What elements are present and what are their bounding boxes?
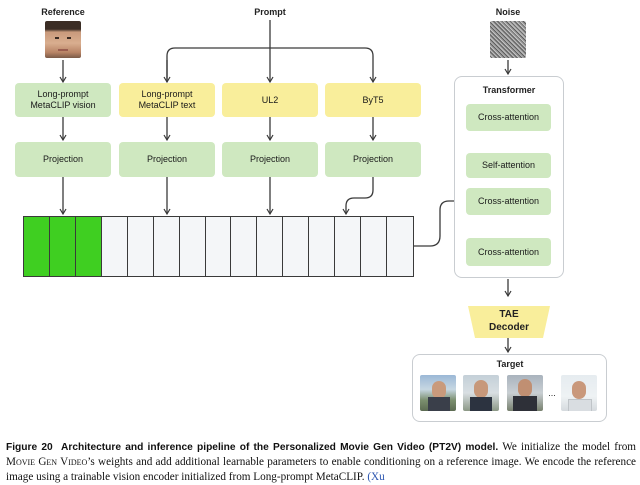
arrow-proj4-to-tokens: [342, 177, 374, 216]
target-frame-2: [463, 375, 499, 411]
target-frame-4: [561, 375, 597, 411]
encoder-metaclip-vision: Long-prompt MetaCLIP vision: [15, 83, 111, 117]
noise-label: Noise: [495, 7, 521, 17]
figure-caption: Figure 20 Architecture and inference pip…: [6, 440, 636, 485]
target-frame-1: [420, 375, 456, 411]
caption-movie-gen-video: Movie Gen Video: [6, 456, 88, 468]
projection-ul2: Projection: [222, 142, 318, 177]
projection-vision: Projection: [15, 142, 111, 177]
token-prompt-4: [179, 217, 206, 276]
encoder-byt5: ByT5: [325, 83, 421, 117]
transformer-cross-attention-1: Cross-attention: [466, 104, 551, 131]
token-prompt-9: [309, 217, 336, 276]
reference-label: Reference: [41, 7, 85, 17]
projection-byt5: Projection: [325, 142, 421, 177]
token-prompt-6: [231, 217, 258, 276]
caption-text-1: We initialize the model from: [502, 441, 637, 453]
transformer-title: Transformer: [482, 85, 536, 95]
prompt-label: Prompt: [254, 7, 286, 17]
figure-label: Figure 20: [6, 442, 53, 453]
token-sequence: [23, 216, 414, 277]
token-reference-3: [75, 217, 102, 276]
target-title: Target: [496, 359, 524, 369]
token-prompt-3: [153, 217, 180, 276]
noise-image: [490, 21, 526, 58]
transformer-cross-attention-2: Cross-attention: [466, 188, 551, 215]
token-reference-1: [24, 217, 50, 276]
tae-decoder-shape: [468, 306, 550, 338]
token-prompt-5: [205, 217, 232, 276]
token-prompt-8: [283, 217, 310, 276]
token-prompt-12: [387, 217, 413, 276]
tae-decoder-label: TAE Decoder: [488, 309, 529, 333]
token-prompt-2: [127, 217, 154, 276]
encoder-metaclip-text: Long-prompt MetaCLIP text: [119, 83, 215, 117]
encoder-ul2: UL2: [222, 83, 318, 117]
token-reference-2: [49, 217, 76, 276]
token-prompt-11: [361, 217, 388, 276]
projection-metaclip-text: Projection: [119, 142, 215, 177]
figure-title: Architecture and inference pipeline of t…: [61, 442, 499, 453]
token-prompt-1: [101, 217, 128, 276]
caption-citation-link[interactable]: (Xu: [367, 471, 385, 483]
token-prompt-10: [335, 217, 362, 276]
token-prompt-7: [257, 217, 284, 276]
caption-text-2: ’s weights and add additional learnable …: [6, 456, 637, 483]
transformer-cross-attention-3: Cross-attention: [466, 238, 551, 266]
target-frame-3: [507, 375, 543, 411]
reference-face-image: [45, 21, 81, 58]
arrow-tokens-to-transformer: [414, 197, 468, 247]
transformer-self-attention: Self-attention: [466, 153, 551, 178]
target-ellipsis: ...: [548, 388, 556, 398]
